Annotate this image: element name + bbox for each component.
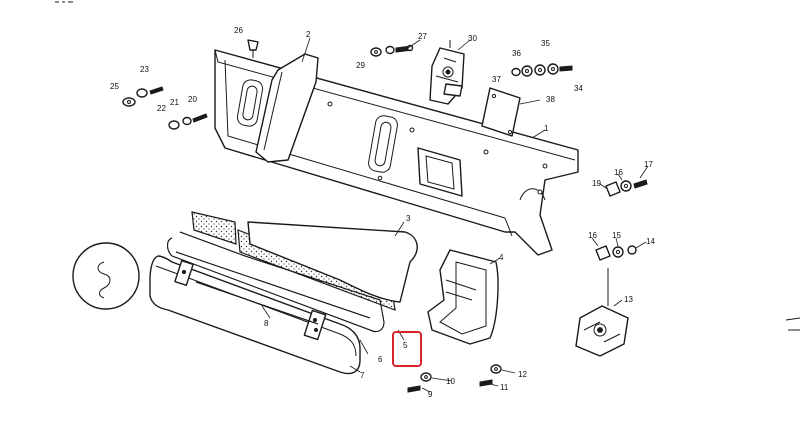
callout-29: 29 (356, 61, 365, 70)
callout-1: 1 (544, 124, 549, 133)
callout-14: 14 (646, 237, 655, 246)
callout-25: 25 (110, 82, 119, 91)
part-6-tube-frame (167, 231, 385, 333)
callout-26: 26 (234, 26, 243, 35)
callout-10: 10 (446, 377, 455, 386)
callout-22: 22 (157, 104, 166, 113)
fasteners-right (595, 179, 648, 261)
fasteners-top-middle (370, 44, 414, 57)
callout-37: 37 (492, 75, 501, 84)
callout-5: 5 (403, 341, 408, 350)
highlight-box (392, 331, 422, 367)
leader-lines (261, 37, 649, 393)
callout-34: 34 (574, 84, 583, 93)
inset-detail (72, 242, 140, 310)
callout-20: 20 (188, 95, 197, 104)
callout-6: 6 (378, 355, 383, 364)
cropped-edge-part (785, 317, 800, 331)
callout-23: 23 (140, 65, 149, 74)
callout-13: 13 (624, 295, 633, 304)
callout-36: 36 (512, 49, 521, 58)
part-3-foam-pad (191, 211, 418, 311)
part-30-hinge-bracket (429, 40, 465, 105)
callout-12: 12 (518, 370, 527, 379)
callout-8: 8 (264, 319, 269, 328)
callout-21: 21 (170, 98, 179, 107)
callout-38: 38 (546, 95, 555, 104)
callout-4: 4 (499, 253, 504, 262)
callout-9: 9 (428, 390, 433, 399)
callout-11: 11 (500, 383, 509, 392)
callout-35: 35 (541, 39, 550, 48)
callout-19: 19 (592, 179, 601, 188)
callout-16-lower: 16 (588, 231, 597, 240)
callout-27: 27 (418, 32, 427, 41)
part-8-rod (195, 281, 319, 325)
callout-3: 3 (406, 214, 411, 223)
callout-labels: 1 2 3 4 5 6 7 8 9 10 11 12 13 14 15 16 1… (110, 26, 655, 399)
callout-17: 17 (644, 160, 653, 169)
fasteners-top-right (511, 63, 573, 77)
callout-30: 30 (468, 34, 477, 43)
callout-7: 7 (360, 371, 365, 380)
part-2-bracket (255, 53, 319, 163)
part-38-plate (481, 87, 521, 137)
part-7-cushion (149, 255, 361, 375)
callout-2: 2 (306, 30, 311, 39)
callout-16-upper: 16 (614, 168, 623, 177)
callout-15: 15 (612, 231, 621, 240)
part-4-side-bracket (427, 249, 499, 345)
fasteners-left (122, 39, 259, 130)
fasteners-bottom (407, 364, 502, 393)
part-13-lower-hinge (575, 268, 629, 357)
